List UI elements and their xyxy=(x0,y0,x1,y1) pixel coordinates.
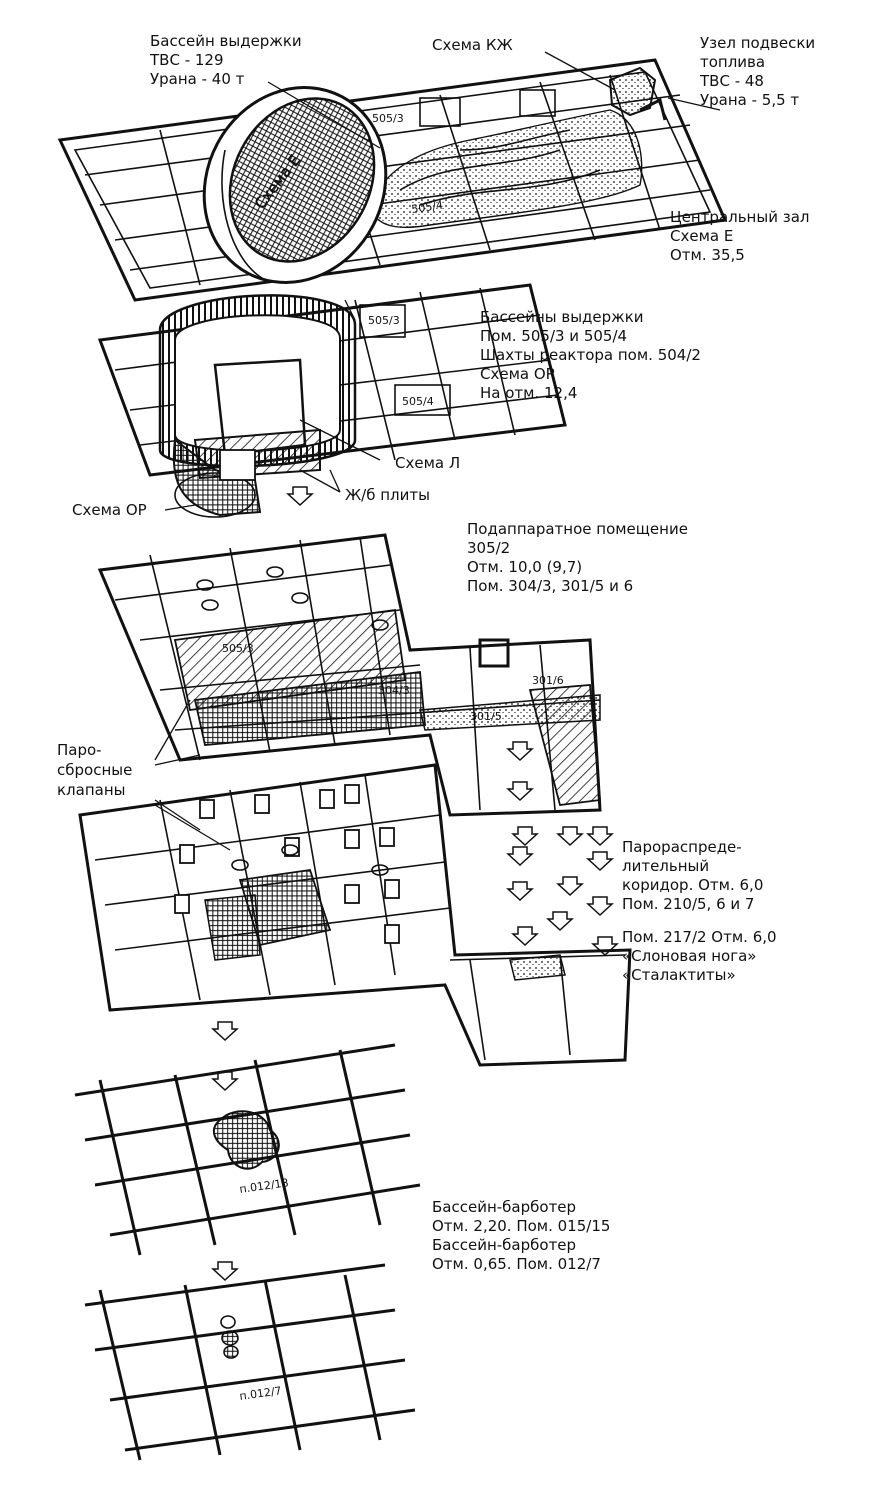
corium-drop-012 xyxy=(221,1330,239,1346)
svg-text:Бассейны выдержки: Бассейны выдержки xyxy=(480,308,644,326)
label-scheme-l: Схема Л xyxy=(395,454,460,472)
svg-text:лительный: лительный xyxy=(622,857,709,875)
tag-505-3-low: 505/3 xyxy=(222,642,254,655)
label-fuel-node: Узел подвески топлива ТВС - 48 Урана - 5… xyxy=(699,34,815,109)
tag-505-4-top: 505/4 xyxy=(411,199,444,216)
svg-text:Схема Е: Схема Е xyxy=(670,227,733,245)
svg-text:Парораспреде-: Парораспреде- xyxy=(622,838,742,856)
arrow-down-icon xyxy=(507,881,533,901)
subapparatus-level-plan: 505/3 304/3 301/6 301/5 xyxy=(97,533,602,817)
arrow-down-icon xyxy=(507,846,533,866)
svg-text:Пом. 304/3, 301/5 и 6: Пом. 304/3, 301/5 и 6 xyxy=(467,577,633,595)
lower-rubble xyxy=(172,438,262,517)
arrow-down-icon xyxy=(587,826,613,846)
svg-text:Пом. 210/5, 6 и 7: Пом. 210/5, 6 и 7 xyxy=(622,895,754,913)
arrow-down-icon xyxy=(587,896,613,916)
svg-text:Узел подвески: Узел подвески xyxy=(700,34,815,52)
arrow-down-icon xyxy=(212,1071,238,1091)
arrow-down-icon xyxy=(547,911,573,931)
bubbler-pool-upper-plan: п.012/18 xyxy=(74,1043,421,1256)
svg-text:Бассейн выдержки: Бассейн выдержки xyxy=(150,32,302,50)
svg-text:Урана - 40 т: Урана - 40 т xyxy=(150,70,245,88)
label-scheme-or: Схема ОР xyxy=(72,501,147,519)
scheme-e-disc xyxy=(228,97,376,263)
label-steam-corridor: Парораспреде- лительный коридор. Отм. 6,… xyxy=(622,838,763,913)
label-scheme-kzh: Схема КЖ xyxy=(432,36,513,54)
arrow-down-icon xyxy=(507,781,533,801)
label-central-hall: Центральный зал Схема Е Отм. 35,5 xyxy=(670,208,809,264)
arrow-down-icon xyxy=(512,926,538,946)
label-rc-plates: Ж/б плиты xyxy=(345,486,430,504)
arrow-down-icon xyxy=(557,876,583,896)
central-hall-plan: 505/3 505/4 Схема Е xyxy=(57,58,728,302)
arrow-down-icon xyxy=(287,486,313,506)
bubbler-pool-lower-plan: п.012/7 xyxy=(84,1263,416,1461)
svg-text:Урана - 5,5 т: Урана - 5,5 т xyxy=(700,91,799,109)
debris-area xyxy=(369,109,643,229)
label-steam-valves: Паро- сбросные клапаны xyxy=(57,741,132,799)
label-elephant-foot: Пом. 217/2 Отм. 6,0 «Слоновая нога» «Ста… xyxy=(622,928,777,984)
fuel-node-block xyxy=(608,66,657,117)
svg-text:Бассейн-барботер: Бассейн-барботер xyxy=(432,1236,576,1254)
pool-level-plan: 505/3 505/4 xyxy=(97,283,567,518)
svg-text:Отм. 10,0 (9,7): Отм. 10,0 (9,7) xyxy=(467,558,582,576)
arrow-down-icon xyxy=(212,1021,238,1041)
label-subapparatus: Подаппаратное помещение 305/2 Отм. 10,0 … xyxy=(467,520,688,595)
tag-012-18: п.012/18 xyxy=(239,1176,290,1196)
label-pools-level: Бассейны выдержки Пом. 505/3 и 505/4 Шах… xyxy=(480,308,701,402)
svg-text:коридор. Отм. 6,0: коридор. Отм. 6,0 xyxy=(622,876,763,894)
svg-text:Пом. 217/2 Отм. 6,0: Пом. 217/2 Отм. 6,0 xyxy=(622,928,777,946)
svg-text:ТВС - 48: ТВС - 48 xyxy=(699,72,764,90)
svg-text:Схема ОР: Схема ОР xyxy=(480,365,555,383)
svg-text:Отм. 2,20. Пом. 015/15: Отм. 2,20. Пом. 015/15 xyxy=(432,1217,610,1235)
label-bubbler: Бассейн-барботер Отм. 2,20. Пом. 015/15 … xyxy=(432,1198,610,1273)
tag-301-6: 301/6 xyxy=(532,674,564,687)
svg-text:Шахты реактора пом. 504/2: Шахты реактора пом. 504/2 xyxy=(480,346,701,364)
tag-012-7: п.012/7 xyxy=(239,1384,283,1403)
tag-505-3-mid: 505/3 xyxy=(368,314,400,327)
svg-text:Отм. 0,65. Пом. 012/7: Отм. 0,65. Пом. 012/7 xyxy=(432,1255,601,1273)
svg-text:На отм. 12,4: На отм. 12,4 xyxy=(480,384,577,402)
arrow-down-icon xyxy=(512,826,538,846)
svg-text:Паро-: Паро- xyxy=(57,741,102,759)
hatched-zone-301-6 xyxy=(528,684,601,806)
svg-text:клапаны: клапаны xyxy=(57,781,126,799)
label-pool-top: Бассейн выдержки ТВС - 129 Урана - 40 т xyxy=(149,32,302,88)
svg-text:«Слоновая нога»: «Слоновая нога» xyxy=(622,947,756,965)
svg-text:Пом. 505/3 и 505/4: Пом. 505/3 и 505/4 xyxy=(480,327,627,345)
tag-505-3-top: 505/3 xyxy=(372,112,404,125)
arrow-down-icon xyxy=(557,826,583,846)
svg-text:Подаппаратное помещение: Подаппаратное помещение xyxy=(467,520,688,538)
svg-text:топлива: топлива xyxy=(700,53,765,71)
tag-505-4-mid: 505/4 xyxy=(402,395,434,408)
arrow-down-icon xyxy=(212,1261,238,1281)
elephant-foot-spot xyxy=(509,954,566,981)
svg-text:«Сталактиты»: «Сталактиты» xyxy=(622,966,736,984)
svg-text:сбросные: сбросные xyxy=(57,761,132,779)
steam-corridor-plan xyxy=(78,763,632,1067)
tag-301-5: 301/5 xyxy=(470,710,502,723)
svg-text:Отм. 35,5: Отм. 35,5 xyxy=(670,246,745,264)
svg-text:Бассейн-барботер: Бассейн-барботер xyxy=(432,1198,576,1216)
tag-304-3: 304/3 xyxy=(378,684,410,697)
arrow-down-icon xyxy=(587,851,613,871)
corium-blob-015 xyxy=(212,1110,280,1170)
leader-lines xyxy=(154,51,721,851)
arrow-down-icon xyxy=(507,741,533,761)
svg-text:305/2: 305/2 xyxy=(467,539,510,557)
svg-text:ТВС - 129: ТВС - 129 xyxy=(149,51,224,69)
svg-text:Центральный зал: Центральный зал xyxy=(670,208,809,226)
